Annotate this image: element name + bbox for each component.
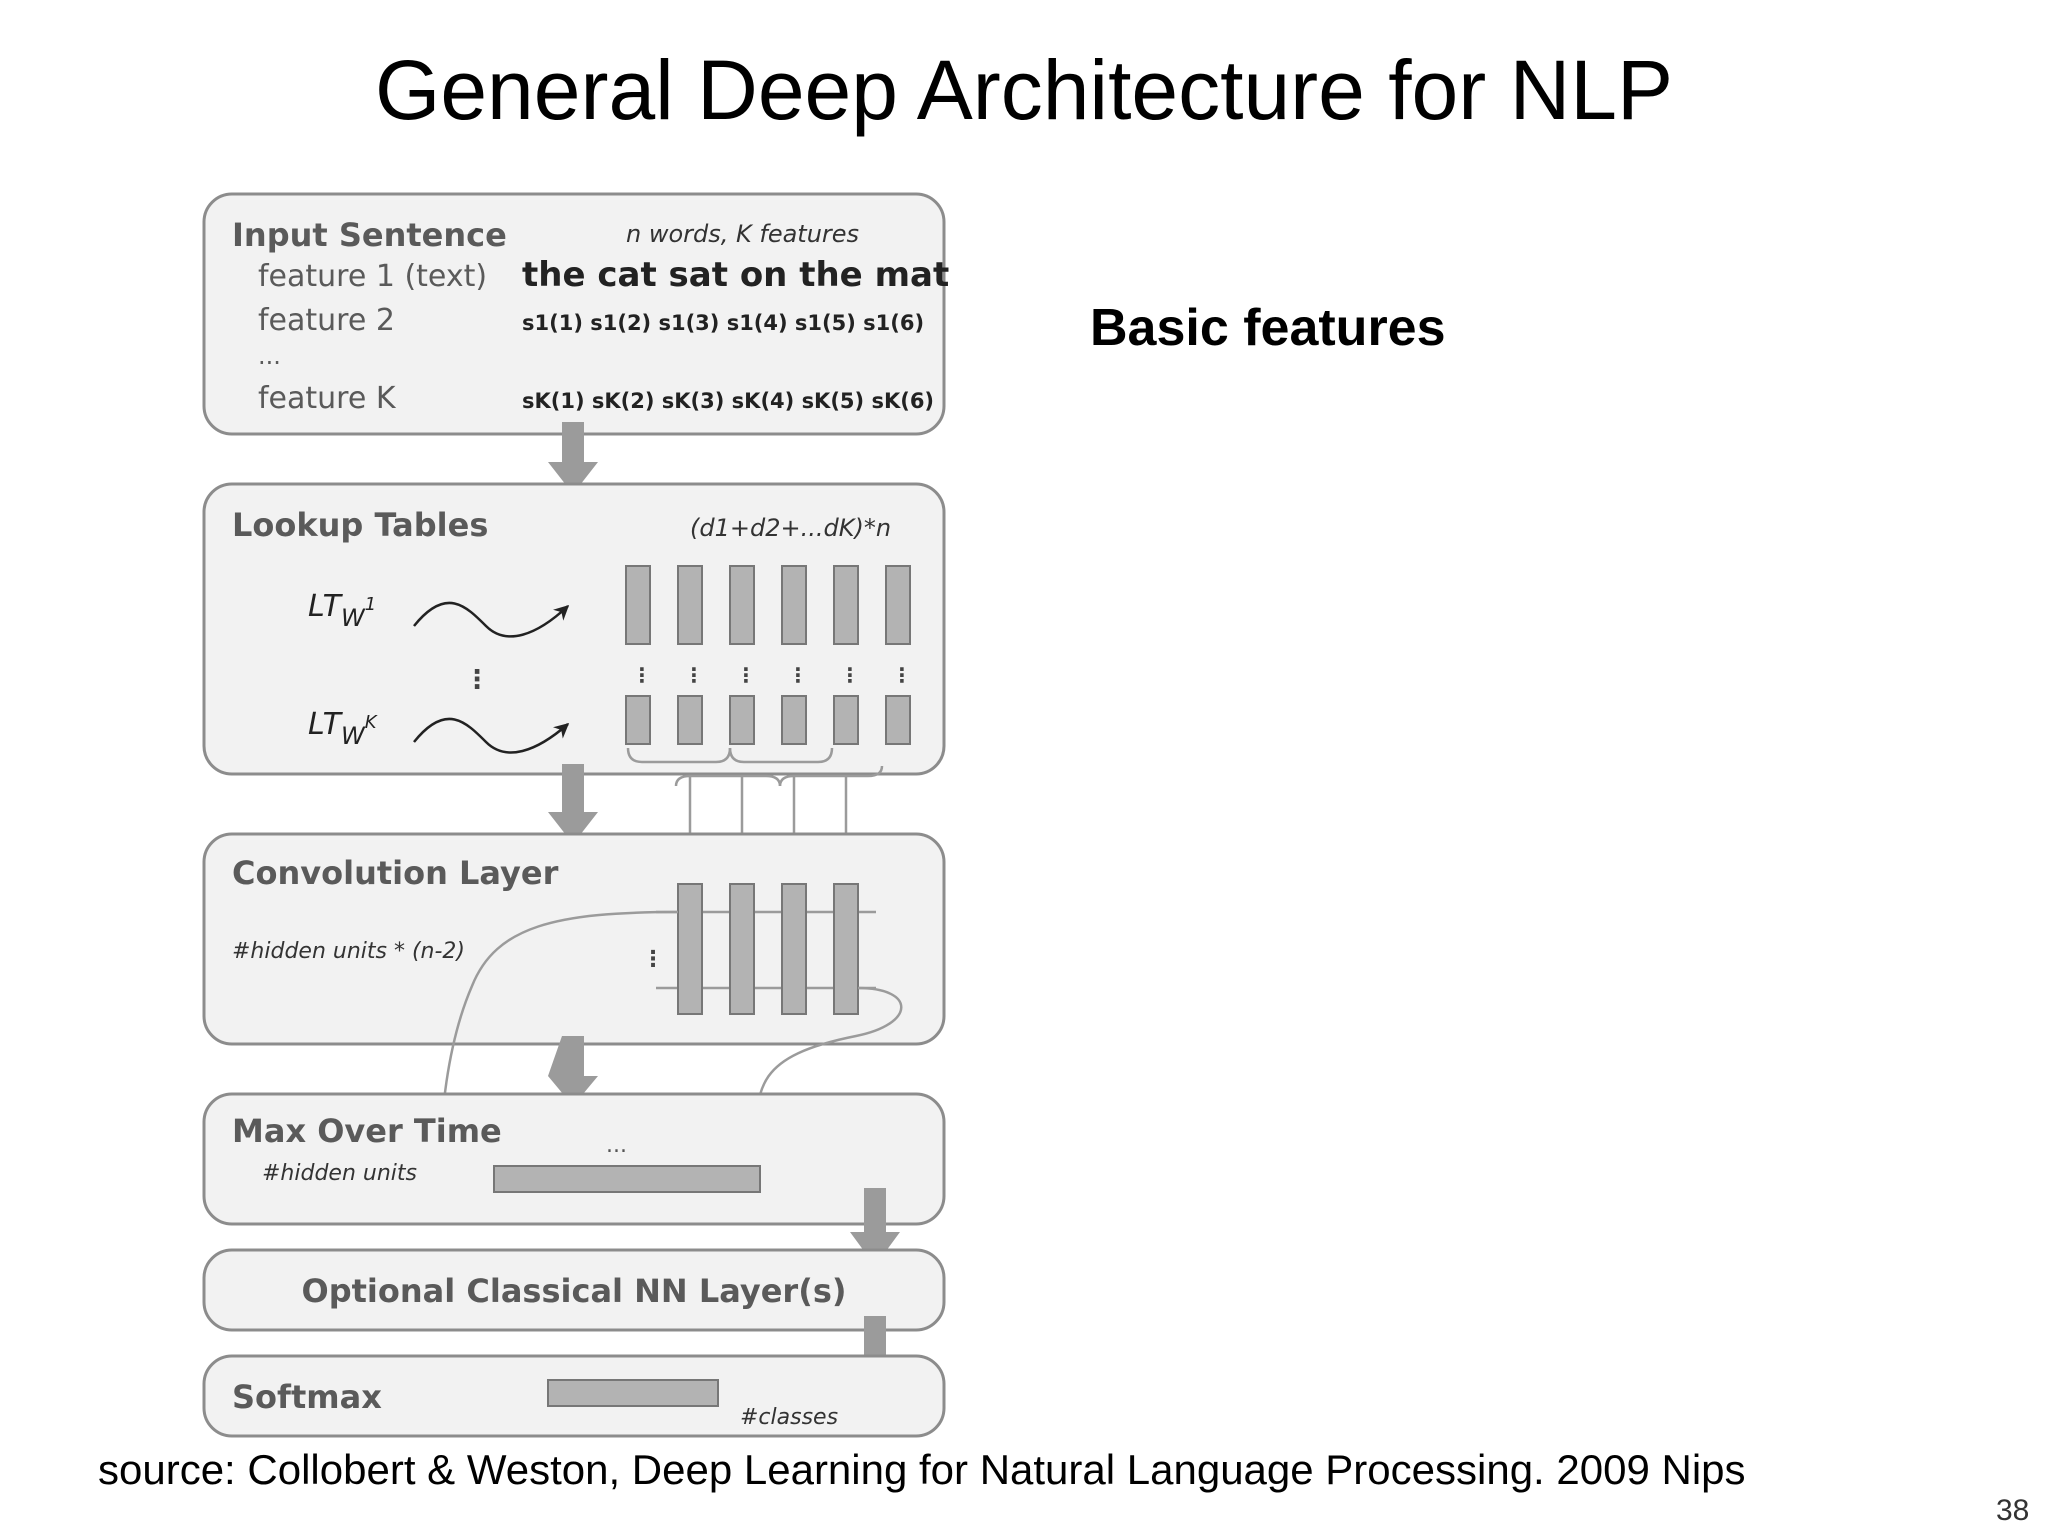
svg-text:⋮: ⋮ xyxy=(684,663,704,687)
softmax-output-bar xyxy=(547,1379,719,1407)
softmax-box: Softmax #classes xyxy=(202,1354,946,1438)
input-sentence-box: Input Sentence n words, K features featu… xyxy=(202,192,949,436)
conv-title: Convolution Layer xyxy=(232,854,559,892)
svg-text:⋮: ⋮ xyxy=(788,663,808,687)
max-over-time-box: Max Over Time #hidden units ... xyxy=(202,1092,946,1226)
flow-arrow-lookup-to-conv xyxy=(548,764,598,844)
conv-units xyxy=(677,883,859,1015)
max-ellipsis: ... xyxy=(606,1133,627,1158)
conv-note: #hidden units * (n-2) xyxy=(232,939,465,964)
feature-1-label: feature 1 (text) xyxy=(258,259,487,294)
svg-text:⋮: ⋮ xyxy=(632,663,652,687)
basic-features-label: Basic features xyxy=(1090,299,1446,357)
input-note: n words, K features xyxy=(626,220,859,248)
max-title: Max Over Time xyxy=(232,1112,502,1150)
svg-text:⋮: ⋮ xyxy=(892,663,912,687)
lookup-k-mapping-arrow xyxy=(413,717,570,754)
softmax-title: Softmax xyxy=(232,1378,382,1416)
feature-k-values: sK(1) sK(2) sK(3) sK(4) sK(5) sK(6) xyxy=(522,389,934,413)
lookup-table-1-label: LTW1 xyxy=(308,589,376,632)
feature-2-values: s1(1) s1(2) s1(3) s1(4) s1(5) s1(6) xyxy=(522,311,924,335)
flow-arrow-max-to-nn xyxy=(850,1188,900,1266)
feature-ellipsis: ... xyxy=(258,342,281,370)
max-output-bar xyxy=(493,1165,761,1193)
lookup-vertical-ellipsis: ⋮ xyxy=(464,665,490,695)
svg-text:⋮: ⋮ xyxy=(736,663,756,687)
conv-vertical-ellipsis: ⋮ xyxy=(642,947,664,972)
lookup-title: Lookup Tables xyxy=(232,506,488,544)
optional-nn-layer-box: Optional Classical NN Layer(s) xyxy=(202,1248,946,1332)
softmax-note: #classes xyxy=(740,1405,838,1430)
feature-k-label: feature K xyxy=(258,381,397,416)
lookup-bottom-vectors xyxy=(625,695,911,745)
slide-title: General Deep Architecture for NLP xyxy=(375,43,1673,137)
lookup-table-k-label: LTWK xyxy=(308,707,378,750)
lookup-vector-ellipses: ⋮ ⋮ ⋮ ⋮ ⋮ ⋮ xyxy=(632,663,912,687)
lookup-top-vectors xyxy=(625,565,911,645)
input-sentence-text: the cat sat on the mat xyxy=(522,255,949,295)
source-citation: source: Collobert & Weston, Deep Learnin… xyxy=(98,1446,1746,1493)
lookup-tables-box: Lookup Tables (d1+d2+...dK)*n LTW1 ⋮ LTW… xyxy=(202,482,946,776)
convolution-window-braces xyxy=(626,747,884,787)
flow-arrow-input-to-lookup xyxy=(548,422,598,494)
flow-arrow-conv-to-max xyxy=(548,1036,598,1106)
max-note: #hidden units xyxy=(262,1161,417,1186)
lookup-note: (d1+d2+...dK)*n xyxy=(690,514,891,542)
svg-text:⋮: ⋮ xyxy=(840,663,860,687)
input-title: Input Sentence xyxy=(232,216,507,254)
architecture-diagram: Input Sentence n words, K features featu… xyxy=(202,192,949,1438)
convolution-layer-box: Convolution Layer #hidden units * (n-2) … xyxy=(202,832,946,1046)
page-number: 38 xyxy=(1996,1494,2030,1527)
nn-title: Optional Classical NN Layer(s) xyxy=(302,1272,847,1310)
feature-2-label: feature 2 xyxy=(258,303,395,338)
lookup-1-mapping-arrow xyxy=(413,601,570,638)
